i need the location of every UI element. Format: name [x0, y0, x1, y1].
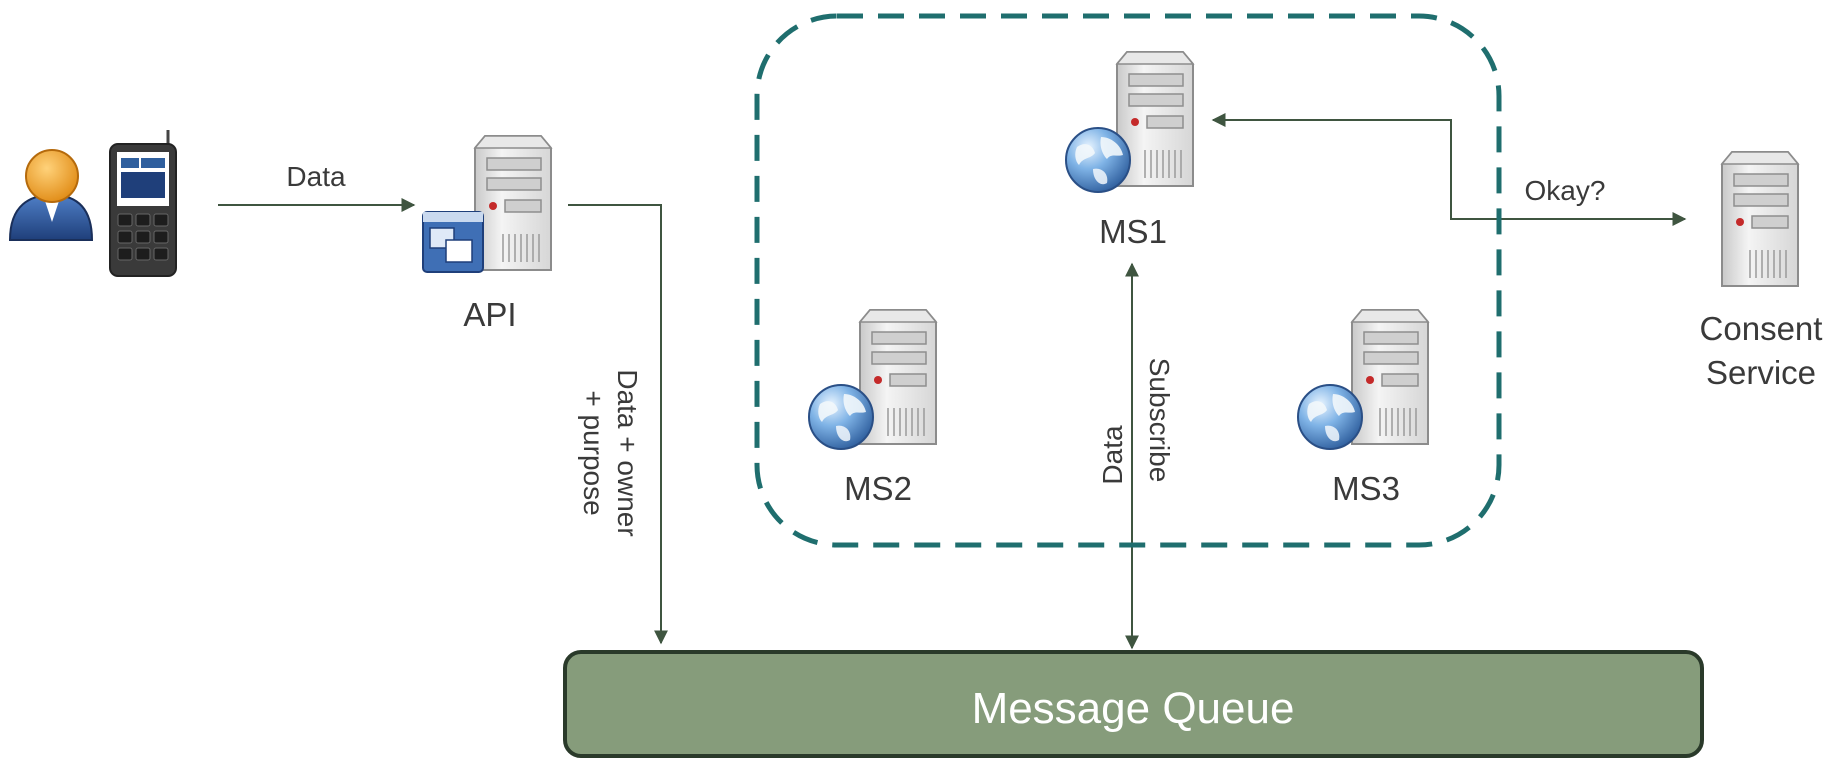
- ms3-node: MS3: [1297, 309, 1429, 507]
- server-icon: [474, 135, 552, 271]
- message-queue-label: Message Queue: [972, 684, 1295, 733]
- edge-label-data: Data: [286, 161, 346, 192]
- api-label: API: [463, 296, 516, 333]
- consent-label-line1: Consent: [1700, 310, 1823, 347]
- ms2-label: MS2: [844, 470, 912, 507]
- server-icon: [1721, 151, 1799, 287]
- edge-ms1-consent: [1211, 113, 1687, 226]
- edge-label-data-up: Data: [1097, 425, 1128, 485]
- globe-icon: [1297, 384, 1363, 450]
- ms3-label: MS3: [1332, 470, 1400, 507]
- ms1-node: MS1: [1065, 51, 1194, 250]
- ms2-node: MS2: [808, 309, 937, 507]
- api-node: API: [422, 135, 552, 333]
- server-icon: [1351, 309, 1429, 445]
- consent-service-node: Consent Service: [1700, 151, 1823, 391]
- mobile-phone-icon: [109, 130, 177, 277]
- edge-label-purpose: + purpose: [578, 390, 609, 515]
- ms1-label: MS1: [1099, 213, 1167, 250]
- edge-label-data-owner: Data + owner: [612, 369, 643, 536]
- user-icon: [8, 149, 94, 241]
- window-icon: [422, 211, 484, 273]
- globe-icon: [808, 384, 874, 450]
- microservice-cluster: [754, 13, 1502, 548]
- consent-label-line2: Service: [1706, 354, 1816, 391]
- edges: [218, 113, 1687, 650]
- edge-api-to-queue: [568, 204, 668, 645]
- message-queue-node: Message Queue: [563, 650, 1704, 758]
- edge-label-okay: Okay?: [1525, 175, 1606, 206]
- globe-icon: [1065, 127, 1131, 193]
- edge-label-subscribe: Subscribe: [1144, 358, 1175, 483]
